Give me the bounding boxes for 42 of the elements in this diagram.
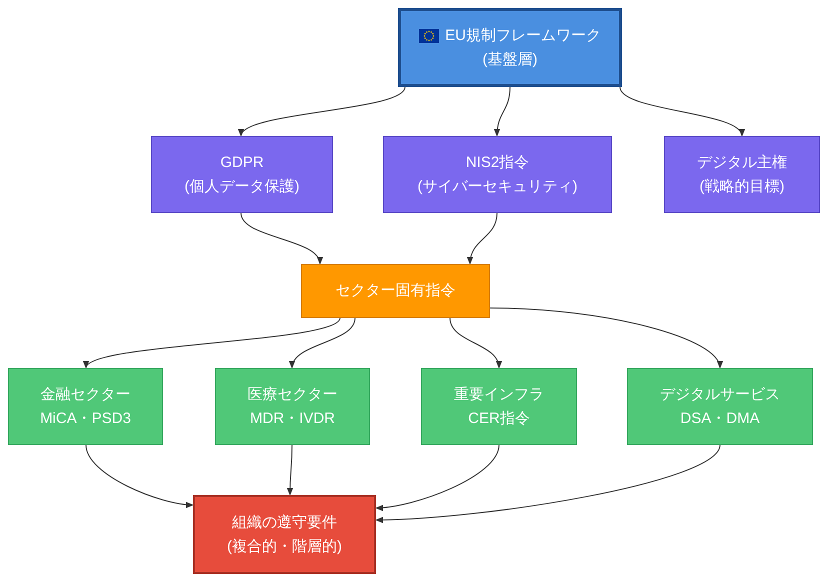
arrow [450, 318, 501, 369]
regulation-box [383, 136, 612, 213]
sector-box [421, 368, 577, 445]
arrow [494, 86, 510, 137]
node-subtitle: MiCA・PSD3 [40, 408, 131, 428]
arrow [86, 444, 194, 508]
node-title: デジタルサービス [660, 384, 780, 404]
arrow [467, 212, 498, 265]
node-subtitle: (複合的・階層的) [227, 536, 342, 556]
framework-box [398, 8, 622, 87]
node-subtitle: DSA・DMA [680, 408, 760, 428]
node-subtitle: CER指令 [468, 408, 530, 428]
node-title: 重要インフラ [454, 384, 544, 404]
sector-box [8, 368, 163, 445]
arrow [286, 444, 294, 496]
node-title: NIS2指令 [466, 152, 530, 172]
node-subtitle: (個人データ保護) [184, 176, 300, 196]
node-title: EU規制フレームワーク [445, 26, 601, 46]
arrow [490, 308, 721, 369]
node-title: GDPR [220, 152, 264, 172]
arrow [620, 86, 742, 137]
node-title: デジタル主権 [697, 152, 787, 172]
regulation-box [151, 136, 333, 213]
regulation-box [664, 136, 820, 213]
sector-box [215, 368, 370, 445]
node-title: 金融セクター [40, 384, 130, 404]
arrow [375, 444, 720, 523]
node-subtitle: MDR・IVDR [250, 408, 335, 428]
arrow [240, 86, 406, 137]
node-title: 組織の遵守要件 [232, 512, 337, 532]
arrow [290, 318, 356, 369]
arrow [375, 444, 500, 511]
directive-box [301, 264, 490, 318]
arrow [85, 318, 340, 369]
requirement-box [193, 495, 376, 574]
sector-box [627, 368, 813, 445]
node-title: 医療セクター [248, 384, 338, 404]
node-subtitle: (サイバーセキュリティ) [418, 176, 578, 196]
node-title: セクター固有指令 [336, 281, 456, 301]
node-subtitle: (戦略的目標) [700, 176, 784, 196]
arrow [240, 212, 322, 265]
node-subtitle: (基盤層) [482, 50, 538, 70]
